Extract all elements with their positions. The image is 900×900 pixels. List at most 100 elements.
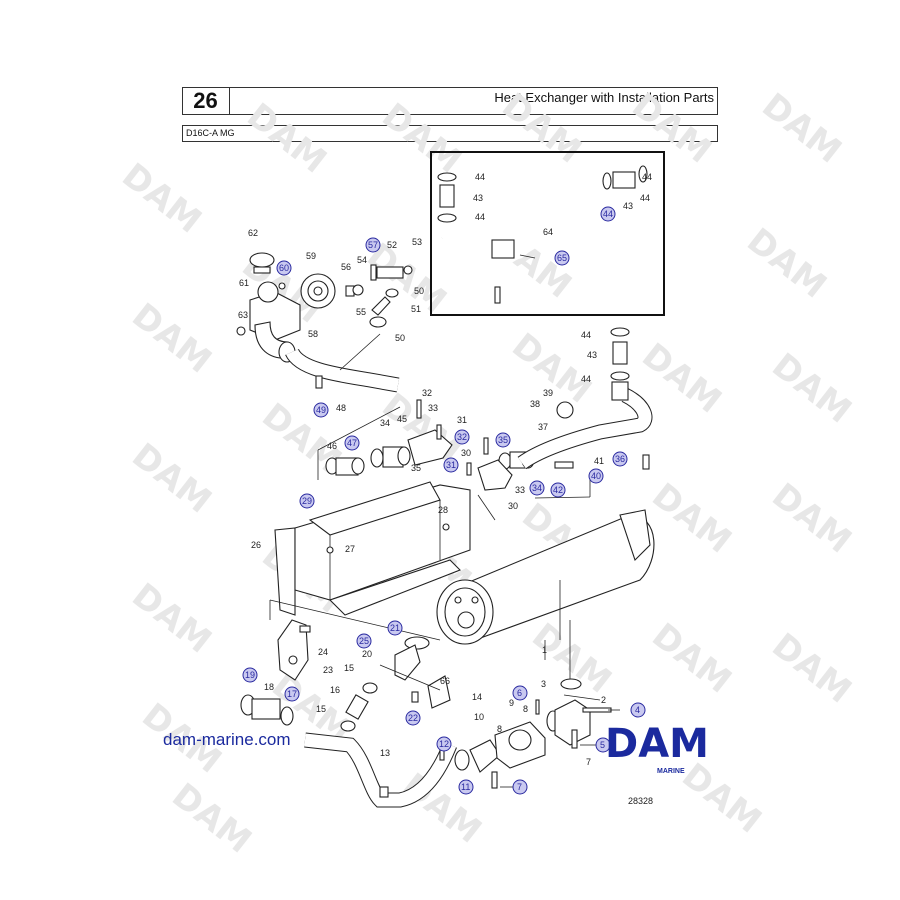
pump-cover-assembly xyxy=(439,678,612,789)
callout-label: 7 xyxy=(586,757,591,767)
svg-text:21: 21 xyxy=(390,623,400,633)
callout-label: 37 xyxy=(538,422,548,432)
watermark: DAM xyxy=(764,626,858,712)
callout-label: 50 xyxy=(414,286,424,296)
svg-text:6: 6 xyxy=(517,688,522,698)
callout-label: 56 xyxy=(341,262,351,272)
svg-text:36: 36 xyxy=(615,454,625,464)
dam-marine-logo: DAM MARINE xyxy=(605,721,709,775)
callout-label: 13 xyxy=(380,748,390,758)
watermark: DAM xyxy=(754,86,848,172)
callout-label: 1 xyxy=(542,645,547,655)
watermark: DAM xyxy=(239,96,333,182)
callout-label: 15 xyxy=(344,663,354,673)
svg-text:4: 4 xyxy=(635,705,640,715)
callout-label: 27 xyxy=(345,544,355,554)
hose-15-16 xyxy=(340,682,378,732)
pump-59 xyxy=(300,273,336,309)
callout-label: 50 xyxy=(395,333,405,343)
watermark: DAM xyxy=(739,221,833,307)
svg-text:35: 35 xyxy=(498,435,508,445)
figure-number: 28328 xyxy=(628,796,654,806)
svg-text:57: 57 xyxy=(368,240,378,250)
callout-label: 31 xyxy=(457,415,467,425)
callout-circle: 19 xyxy=(242,667,258,683)
watermark: DAM xyxy=(624,86,718,172)
callout-label: 63 xyxy=(238,310,248,320)
callout-label: 38 xyxy=(530,399,540,409)
callout-label: 44 xyxy=(640,193,650,203)
logo-subtitle: MARINE xyxy=(657,768,685,775)
circled-callouts: 4 5 6 7 11 12 17 19 21 22 25 29 31 32 34… xyxy=(242,206,646,795)
watermark: DAM xyxy=(764,346,858,432)
watermark: DAM xyxy=(164,776,258,862)
fittings-50-57 xyxy=(345,264,413,328)
watermark: DAM xyxy=(764,476,858,562)
svg-text:11: 11 xyxy=(461,782,470,792)
callout-label: 30 xyxy=(508,501,518,511)
callout-circle: 4 xyxy=(630,702,646,718)
callout-circle: 25 xyxy=(356,633,372,649)
callout-label: 24 xyxy=(318,647,328,657)
callout-label: 55 xyxy=(356,307,366,317)
callout-circle: 29 xyxy=(299,493,315,509)
callout-circle: 12 xyxy=(436,736,452,752)
section-number: 26 xyxy=(182,87,230,115)
watermark: DAM xyxy=(374,96,468,182)
svg-text:7: 7 xyxy=(517,782,522,792)
callout-circle: 42 xyxy=(550,482,566,498)
watermark: DAM xyxy=(124,436,218,522)
callout-circle: 31 xyxy=(443,457,459,473)
callout-label: 9 xyxy=(509,698,514,708)
watermark: DAM xyxy=(674,756,768,842)
svg-text:17: 17 xyxy=(287,689,297,699)
elbow-20 xyxy=(394,636,430,681)
svg-text:34: 34 xyxy=(532,483,542,493)
callout-label: 66 xyxy=(440,676,450,686)
callout-label: 44 xyxy=(642,172,652,182)
svg-text:40: 40 xyxy=(591,471,601,481)
callout-label: 28 xyxy=(438,505,448,515)
diagram-title: Heat Exchanger with Installation Parts xyxy=(494,90,714,105)
callout-label: 34 xyxy=(380,418,390,428)
callout-circle: 22 xyxy=(405,710,421,726)
callout-label: 44 xyxy=(581,374,591,384)
inset-pipe-64 xyxy=(435,165,648,304)
pipe-48 xyxy=(285,333,400,393)
svg-text:29: 29 xyxy=(302,496,312,506)
callout-label: 45 xyxy=(397,414,407,424)
callout-circle: 11 xyxy=(458,779,474,795)
svg-text:22: 22 xyxy=(408,713,418,723)
watermark: DAM xyxy=(494,86,588,172)
callout-circle: 40 xyxy=(588,468,604,484)
callout-circle: 34 xyxy=(529,480,545,496)
callout-label: 43 xyxy=(623,201,633,211)
callout-circle: 44 xyxy=(600,206,616,222)
callout-label: 44 xyxy=(475,172,485,182)
svg-text:32: 32 xyxy=(457,432,467,442)
plain-callouts: 1 2 3 7 8 8 9 10 13 14 15 15 16 18 20 23… xyxy=(238,172,652,767)
callout-label: 53 xyxy=(412,237,422,247)
svg-text:65: 65 xyxy=(557,253,567,263)
callout-label: 33 xyxy=(515,485,525,495)
hose-clamps-upper xyxy=(317,399,453,480)
hose-18 xyxy=(240,694,294,726)
callout-circle: 60 xyxy=(276,260,292,276)
callout-label: 39 xyxy=(543,388,553,398)
callout-label: 61 xyxy=(239,278,249,288)
inset-frame xyxy=(430,151,665,316)
callout-label: 20 xyxy=(362,649,372,659)
callout-label: 14 xyxy=(472,692,482,702)
leader-lines xyxy=(500,480,620,788)
callout-label: 43 xyxy=(473,193,483,203)
callout-circle: 57 xyxy=(365,237,381,253)
heat-exchanger-1 xyxy=(436,509,655,680)
svg-text:60: 60 xyxy=(279,263,289,273)
callout-label: 58 xyxy=(308,329,318,339)
website-link[interactable]: dam-marine.com xyxy=(163,730,291,749)
callout-label: 54 xyxy=(357,255,367,265)
svg-text:25: 25 xyxy=(359,636,369,646)
callout-label: 46 xyxy=(327,441,337,451)
callout-label: 44 xyxy=(475,212,485,222)
